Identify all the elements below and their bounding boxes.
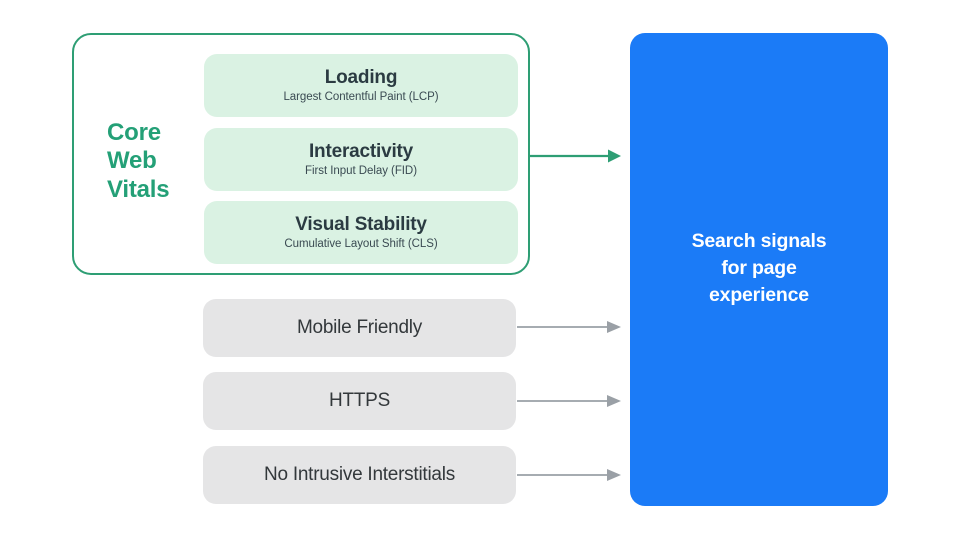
vital-card-interactivity: Interactivity First Input Delay (FID) bbox=[204, 128, 518, 191]
vital-card-title: Visual Stability bbox=[295, 214, 427, 236]
vital-card-subtitle: Largest Contentful Paint (LCP) bbox=[283, 90, 439, 103]
signal-card-no-intrusive-interstitials: No Intrusive Interstitials bbox=[203, 446, 516, 504]
signal-card-label: HTTPS bbox=[328, 390, 391, 411]
core-web-vitals-label-line-3: Vitals bbox=[107, 175, 170, 203]
no-intrusive-interstitials-arrow bbox=[517, 469, 621, 481]
search-signals-text: Search signals for page experience bbox=[691, 230, 827, 306]
mobile-friendly-arrow bbox=[517, 321, 621, 333]
vital-card-loading: Loading Largest Contentful Paint (LCP) bbox=[204, 54, 518, 117]
core-web-vitals-label-line-2: Web bbox=[107, 147, 157, 175]
vital-card-title: Interactivity bbox=[308, 141, 414, 163]
signal-card-https: HTTPS bbox=[203, 372, 516, 430]
search-signals-box: Search signals for page experience bbox=[630, 33, 888, 506]
core-web-vitals-label-line-1: Core bbox=[107, 119, 161, 146]
vital-card-subtitle: First Input Delay (FID) bbox=[305, 164, 417, 177]
signal-card-label: No Intrusive Interstitials bbox=[264, 464, 455, 485]
core-web-vitals-arrow bbox=[530, 149, 621, 163]
vital-card-visual-stability: Visual Stability Cumulative Layout Shift… bbox=[204, 201, 518, 264]
core-web-vitals-group: Core Web Vitals Loading Largest Contentf… bbox=[72, 33, 530, 275]
vital-card-subtitle: Cumulative Layout Shift (CLS) bbox=[284, 237, 438, 250]
vital-card-title: Loading bbox=[324, 67, 398, 89]
https-arrow bbox=[517, 395, 621, 407]
core-web-vitals-label: Core Web Vitals bbox=[107, 119, 199, 204]
signal-card-mobile-friendly: Mobile Friendly bbox=[203, 299, 516, 357]
signal-card-label: Mobile Friendly bbox=[296, 317, 423, 338]
